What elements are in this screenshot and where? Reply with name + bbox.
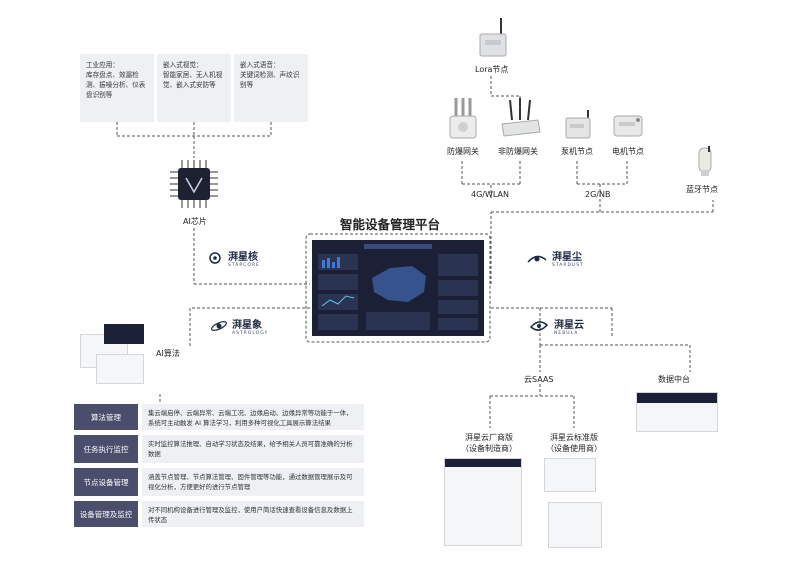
feature-title: 设备管理及监控 xyxy=(74,501,138,527)
brand-name: 湃星象 xyxy=(232,319,262,331)
app-box-voice: 嵌入式语音： 关键词检测、声纹识别等 xyxy=(234,54,308,122)
starcore-logo-icon xyxy=(206,250,224,270)
standard-edition-mobile-screenshot xyxy=(548,502,602,548)
brand-sub: STARCORE xyxy=(228,262,260,268)
app-box-text: 智能家居、无人机视觉、嵌入式安防等 xyxy=(163,71,223,89)
bluetooth-node-icon xyxy=(694,144,716,178)
ai-algorithm-label: AI算法 xyxy=(156,349,180,358)
explosion-gateway-label: 防爆网关 xyxy=(447,147,479,156)
pump-node-icon xyxy=(564,108,594,140)
feature-title: 算法管理 xyxy=(74,404,138,430)
nebula-logo-icon xyxy=(528,318,550,338)
ai-chip-label: AI芯片 xyxy=(183,217,207,226)
pump-node-label: 泵机节点 xyxy=(561,147,593,156)
platform-dashboard xyxy=(312,240,484,336)
standard-edition-line2: （设备使用商） xyxy=(546,444,602,453)
app-box-label: 工业应用： xyxy=(86,61,119,69)
astrology-logo-icon xyxy=(210,318,228,338)
feature-title: 节点设备管理 xyxy=(74,468,138,496)
data-center-label: 数据中台 xyxy=(658,375,690,384)
brand-name: 湃星核 xyxy=(228,251,258,263)
brand-name: 湃星云 xyxy=(554,319,584,331)
brand-sub: STARDUST xyxy=(552,262,584,268)
app-box-label: 嵌入式语音： xyxy=(240,61,280,69)
factory-edition-line1: 湃星云厂商版 xyxy=(465,433,513,442)
ai-chip-icon xyxy=(168,158,220,210)
feature-desc: 涵盖节点管理、节点算法管理、固件管理等功能，通过数据管理展示及可视化分析，方便更… xyxy=(142,468,364,496)
ai-algorithm-screenshot-chart xyxy=(96,354,144,384)
non-explosion-gateway-label: 非防爆网关 xyxy=(498,147,538,156)
factory-edition-label: 湃星云厂商版 （设备制造商） xyxy=(456,432,522,454)
data-center-screenshot xyxy=(636,392,718,432)
feature-desc: 集云端启停、云端异常、云端工况、边缘启动、边缘异常等功能于一体，系统可主动触发 … xyxy=(142,404,364,430)
app-box-label: 嵌入式视觉： xyxy=(163,61,203,69)
nb-label: 2G/NB xyxy=(585,190,611,199)
feature-title: 任务执行监控 xyxy=(74,435,138,463)
standard-edition-label: 湃星云标准版 （设备使用商） xyxy=(541,432,607,454)
factory-edition-line2: （设备制造商） xyxy=(461,444,517,453)
brand-name: 湃星尘 xyxy=(552,251,582,263)
feature-desc: 对不同机构设备进行管理及监控，使用户简话快速查看设备信息及数据上传状态 xyxy=(142,501,364,527)
motor-node-icon xyxy=(612,110,644,140)
app-box-text: 库存盘点、效漏检测、振噪分析、仪表盘识别等 xyxy=(86,71,146,99)
wlan-label: 4G/WLAN xyxy=(471,190,509,199)
standard-edition-screenshot xyxy=(544,458,596,492)
stardust-logo-icon xyxy=(526,250,548,270)
cloud-saas-label: 云SAAS xyxy=(524,375,554,384)
feature-desc: 实时监控算法推理、自动学习状态及结果，给予相关人员可靠准确的分析数据 xyxy=(142,435,364,463)
factory-edition-screenshot xyxy=(444,458,522,546)
app-box-text: 关键词检测、声纹识别等 xyxy=(240,71,300,89)
brand-sub: ASTROLOGY xyxy=(232,330,269,336)
non-explosion-gateway-icon xyxy=(500,98,542,140)
lora-node-label: Lora节点 xyxy=(475,65,509,74)
brand-sub: NEBULA xyxy=(554,330,579,336)
standard-edition-line1: 湃星云标准版 xyxy=(550,433,598,442)
ai-algorithm-screenshot-dark xyxy=(104,324,144,344)
dashboard-graphic xyxy=(318,244,478,330)
platform-title: 智能设备管理平台 xyxy=(340,217,441,232)
lora-node-icon xyxy=(477,16,511,60)
bluetooth-node-label: 蓝牙节点 xyxy=(686,185,718,194)
app-box-industrial: 工业应用： 库存盘点、效漏检测、振噪分析、仪表盘识别等 xyxy=(80,54,154,122)
app-box-vision: 嵌入式视觉： 智能家居、无人机视觉、嵌入式安防等 xyxy=(157,54,231,122)
motor-node-label: 电机节点 xyxy=(612,147,644,156)
explosion-gateway-icon xyxy=(446,96,480,140)
